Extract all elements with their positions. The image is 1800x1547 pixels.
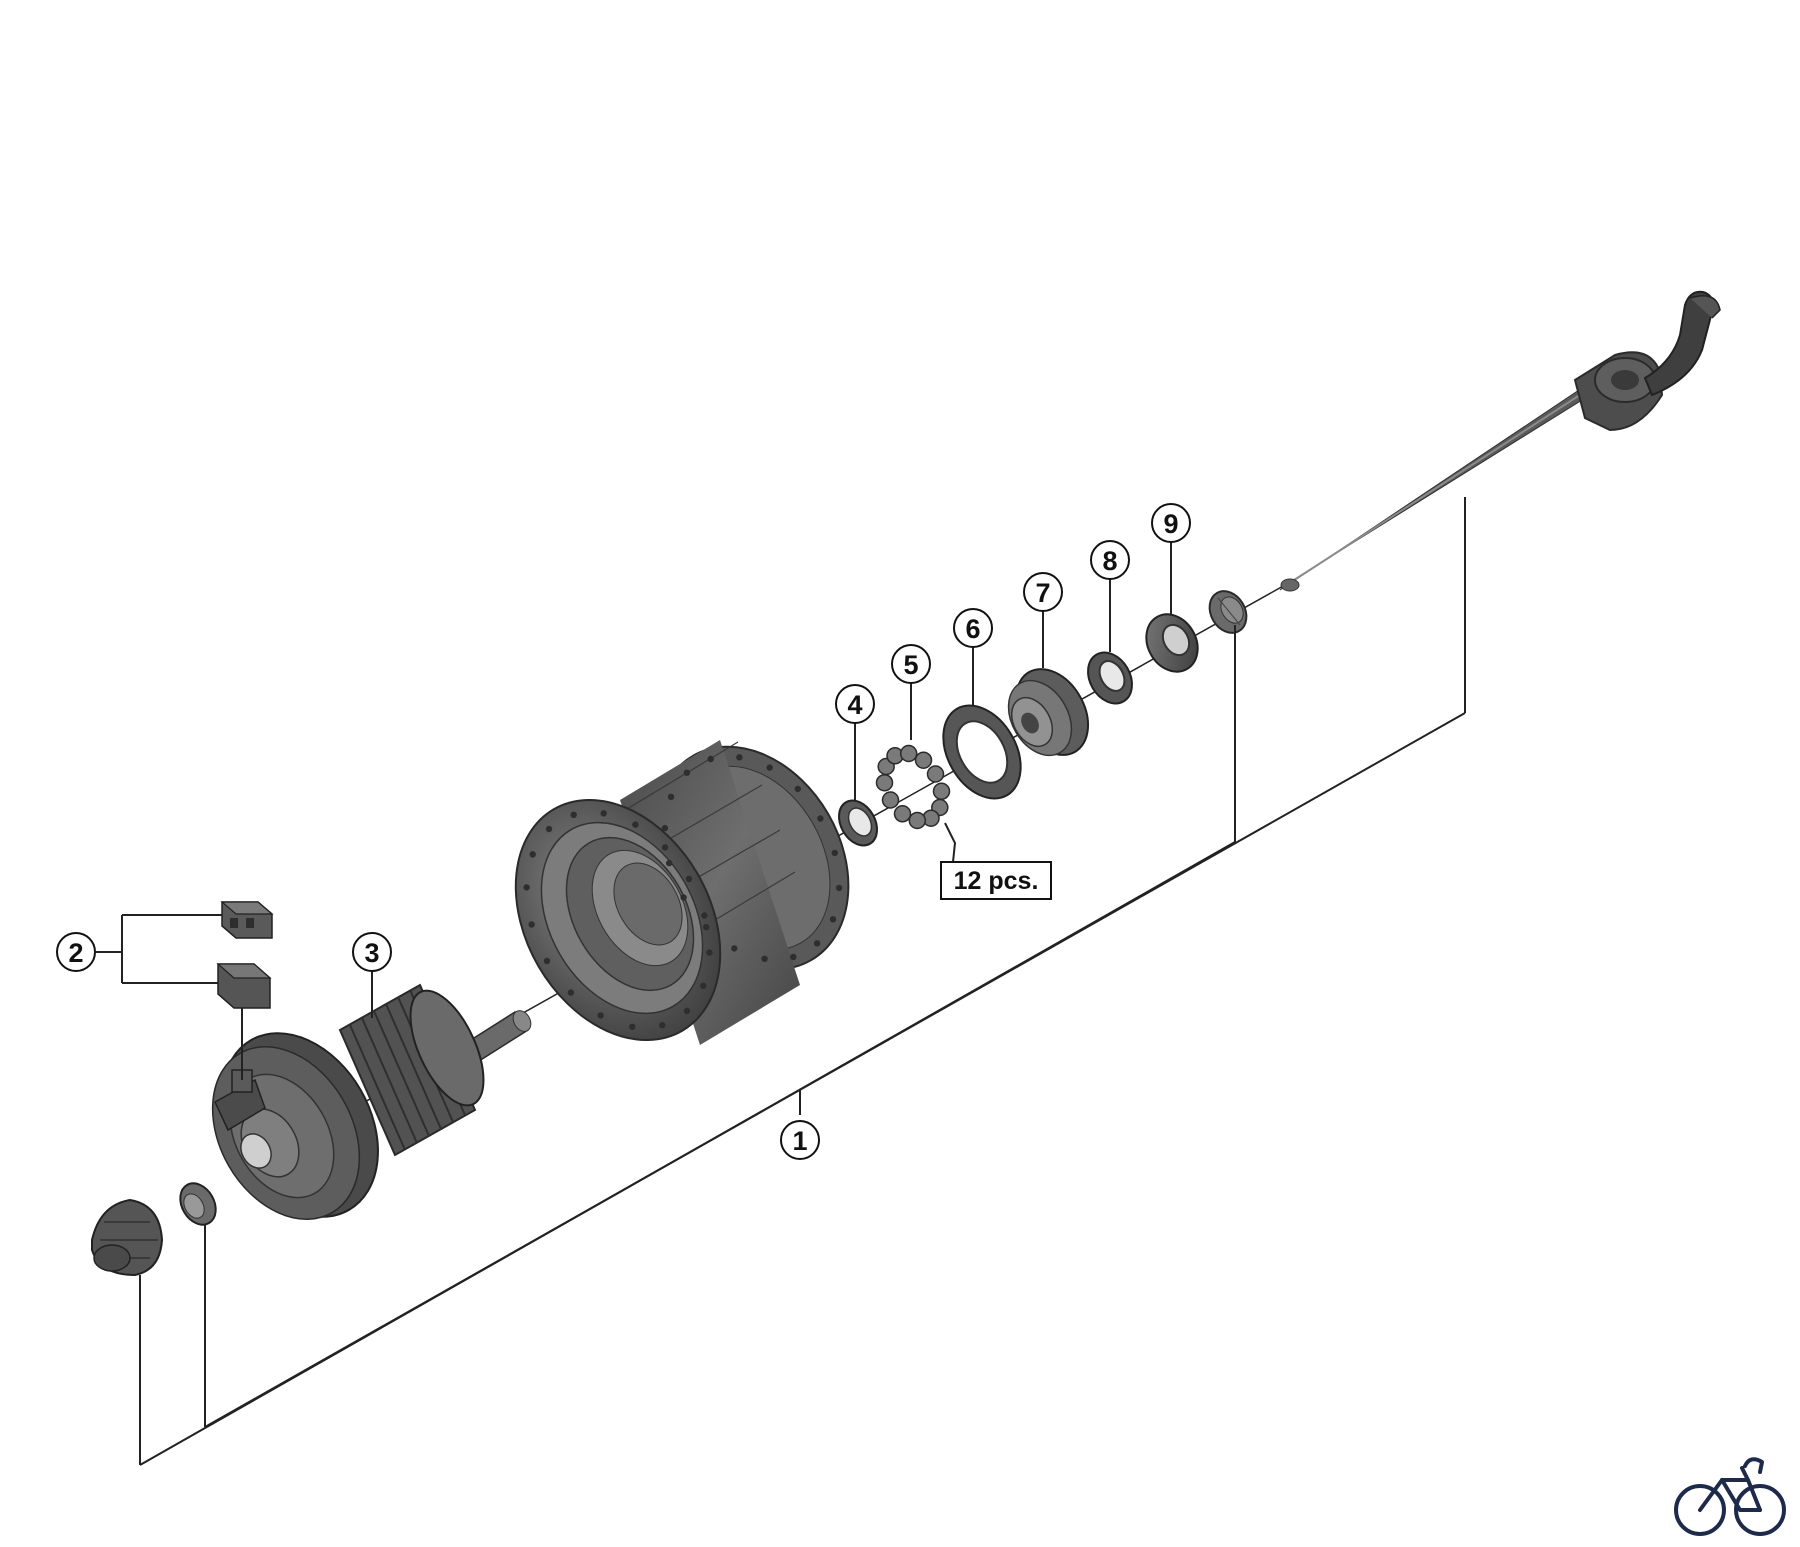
spoke-hole xyxy=(707,755,714,763)
callout-9-label: 9 xyxy=(1163,509,1178,539)
spoke-hole xyxy=(661,844,669,851)
spoke-hole xyxy=(831,849,838,857)
part-7-cone xyxy=(1007,668,1090,757)
end-cap-nut xyxy=(91,1198,164,1277)
callout-8: 8 xyxy=(1090,540,1130,580)
quantity-note-label: 12 pcs. xyxy=(954,867,1039,895)
callout-4-label: 4 xyxy=(847,690,862,720)
quantity-note: 12 pcs. xyxy=(940,861,1052,900)
spoke-hole xyxy=(835,884,843,892)
spoke-hole xyxy=(523,884,530,891)
spoke-hole xyxy=(701,912,708,919)
cone-nut-right xyxy=(1208,590,1248,634)
spoke-hole xyxy=(529,851,536,858)
spoke-hole xyxy=(567,989,575,996)
cone-nut-left xyxy=(179,1182,217,1226)
spoke-hole xyxy=(600,810,607,817)
quick-release-skewer xyxy=(1279,290,1721,592)
part-2-clip-lower xyxy=(216,963,272,1009)
spoke-hole xyxy=(528,921,535,928)
callout-7: 7 xyxy=(1023,572,1063,612)
callout-3: 3 xyxy=(352,932,392,972)
callout-6: 6 xyxy=(953,608,993,648)
bearing-ball xyxy=(914,751,933,769)
hub-shell xyxy=(514,740,850,1045)
spoke-hole xyxy=(703,923,710,931)
part-2-clip-upper xyxy=(220,901,274,939)
spoke-hole xyxy=(659,1021,666,1029)
bearing-ball xyxy=(932,782,951,801)
spoke-hole xyxy=(666,859,673,867)
callout-1-label: 1 xyxy=(792,1126,807,1156)
spoke-hole xyxy=(680,894,687,901)
spoke-hole xyxy=(700,982,707,989)
callout-2-label: 2 xyxy=(68,938,83,968)
callout-6-label: 6 xyxy=(965,614,980,644)
part-8-washer xyxy=(1087,651,1133,705)
bearing-ball xyxy=(881,791,900,809)
spoke-hole xyxy=(817,815,824,822)
bearing-ball xyxy=(908,811,927,830)
spoke-hole xyxy=(761,955,768,962)
spoke-hole xyxy=(736,754,743,761)
callout-5-label: 5 xyxy=(903,650,918,680)
callout-4: 4 xyxy=(835,684,875,724)
spoke-hole xyxy=(685,875,693,883)
spoke-hole xyxy=(794,785,801,793)
spoke-hole xyxy=(632,821,639,828)
callout-1: 1 xyxy=(780,1120,820,1160)
spoke-hole xyxy=(790,953,797,961)
callout-7-label: 7 xyxy=(1035,578,1050,608)
callout-leader-lines xyxy=(96,542,1172,1080)
spoke-hole xyxy=(543,957,551,965)
spoke-hole xyxy=(629,1023,636,1030)
callout-9: 9 xyxy=(1151,503,1191,543)
part-5-bearing-balls xyxy=(875,744,951,830)
spoke-hole xyxy=(731,945,738,952)
spoke-hole xyxy=(683,769,691,776)
callout-2: 2 xyxy=(56,932,96,972)
spoke-hole xyxy=(597,1012,604,1019)
spoke-hole xyxy=(683,1007,691,1015)
part-4-seal-ring xyxy=(838,799,878,847)
assembly-leader-lines xyxy=(139,497,1466,1466)
spoke-hole xyxy=(766,764,773,771)
bearing-ball xyxy=(893,805,912,823)
spoke-hole xyxy=(813,940,821,947)
bearing-ball xyxy=(875,773,894,792)
part-6-dust-cap xyxy=(942,704,1022,800)
part-9-lock-nut xyxy=(1145,613,1199,673)
part-3-driver-unit xyxy=(211,983,532,1220)
bearing-ball xyxy=(899,744,918,763)
spoke-hole xyxy=(706,949,713,956)
spoke-hole xyxy=(829,916,837,923)
spoke-hole xyxy=(667,793,675,800)
callout-8-label: 8 xyxy=(1102,546,1117,576)
bearing-ball xyxy=(926,765,945,783)
bicycle-icon xyxy=(1674,1457,1786,1536)
spoke-hole xyxy=(570,811,577,818)
spoke-hole xyxy=(545,825,553,833)
spoke-hole xyxy=(661,824,669,832)
callout-3-label: 3 xyxy=(364,938,379,968)
callout-5: 5 xyxy=(891,644,931,684)
